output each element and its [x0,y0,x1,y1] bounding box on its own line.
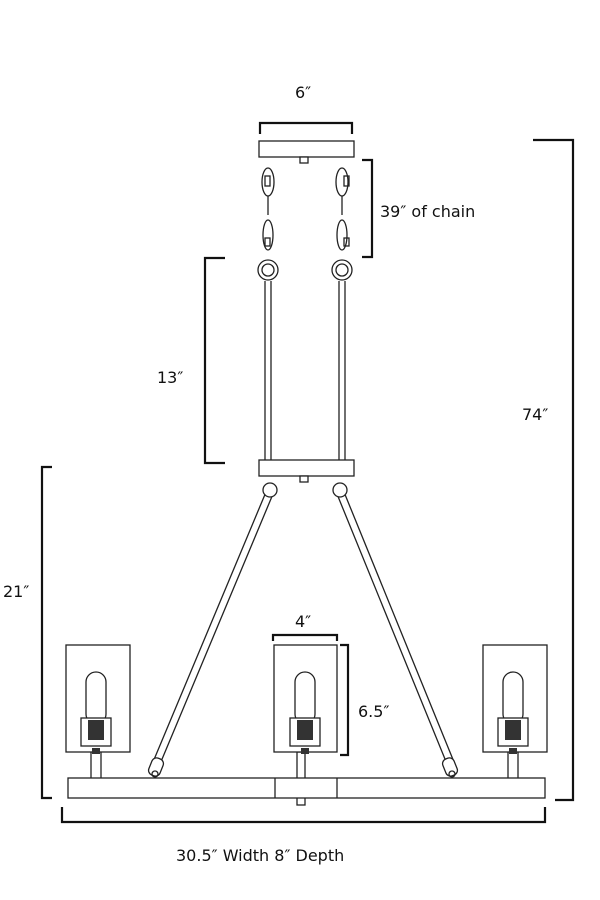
chain-left [257,167,279,281]
middle-bar [258,459,355,483]
bracket-chain [362,158,374,259]
arms [147,482,459,778]
shade-center [273,644,338,754]
shade-right [482,644,548,754]
base-bar [67,777,546,799]
label-width-depth: 30.5″ Width 8″ Depth [176,846,345,865]
chain-right [331,167,353,281]
label-overall-height: 74″ [522,405,549,424]
shade-left [65,644,131,754]
label-chain-length: 39″ of chain [380,202,476,221]
label-rod-length: 13″ [157,368,184,387]
bracket-overall-height [533,138,575,802]
bracket-shade-height [340,643,350,757]
label-fixture-height: 21″ [3,582,30,601]
label-canopy-width: 6″ [295,83,312,102]
canopy [258,140,355,164]
bracket-rod [203,256,225,465]
rods [264,281,346,460]
bracket-width [60,807,547,824]
label-shade-width: 4″ [295,612,312,631]
bracket-shade-width [271,633,339,641]
bracket-canopy-width [258,121,354,134]
label-shade-height: 6.5″ [358,702,390,721]
bracket-fixture-height [40,465,52,800]
